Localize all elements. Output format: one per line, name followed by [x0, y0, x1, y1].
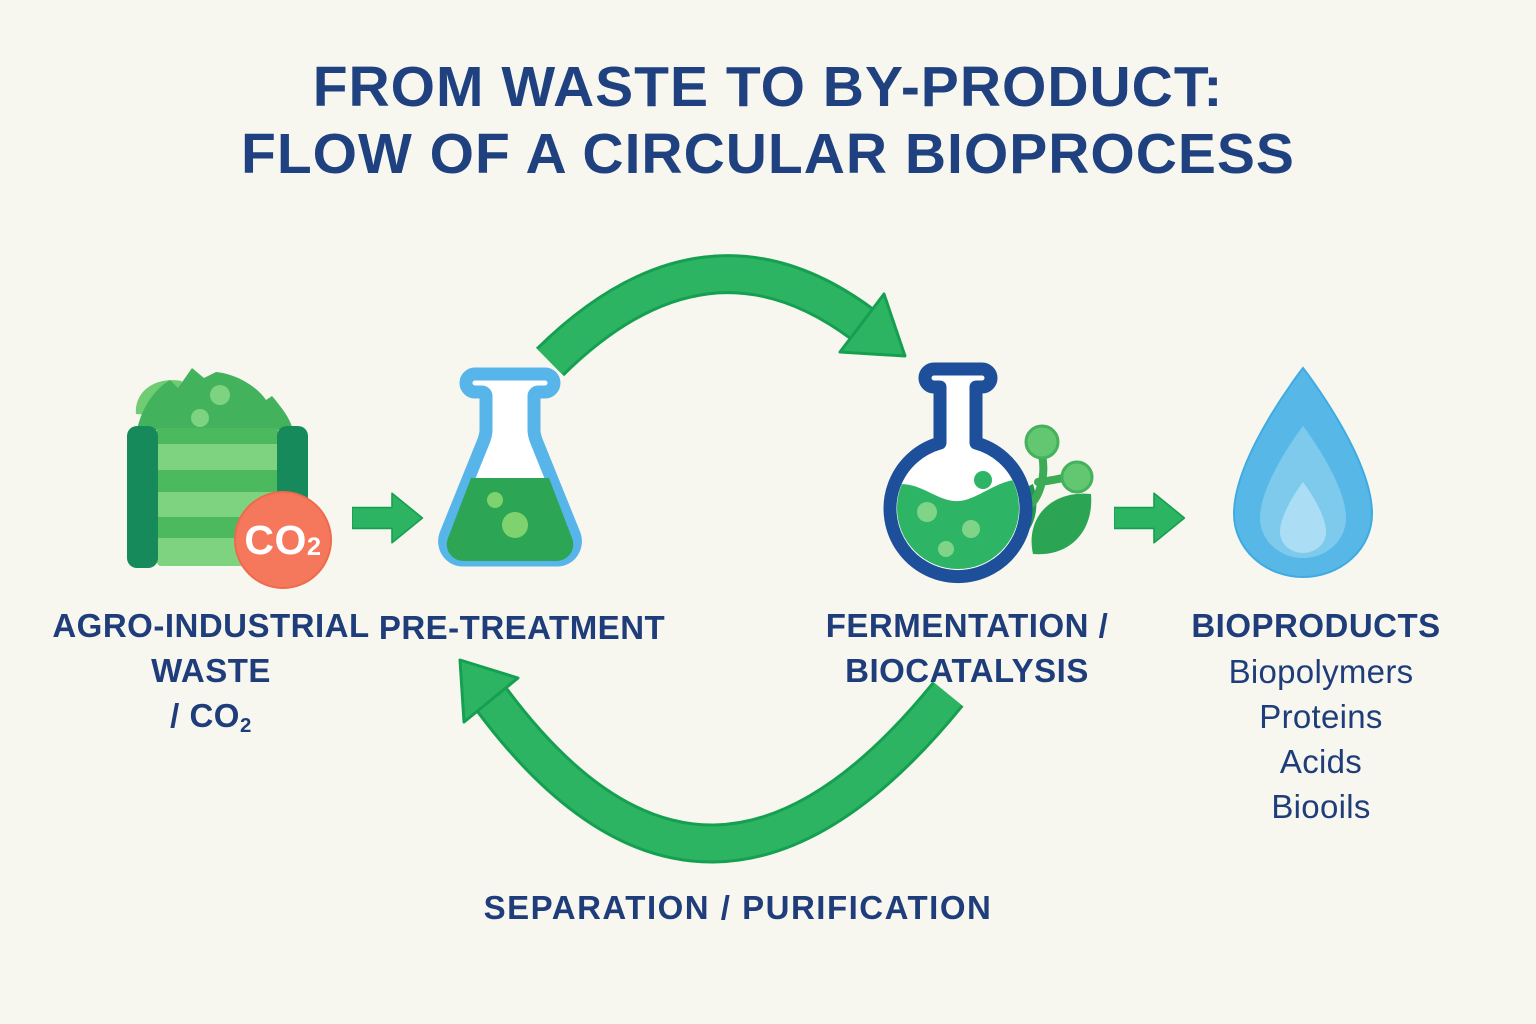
- co2-badge-sub: 2: [306, 532, 322, 561]
- stage-label-fermentation: FERMENTATION / BIOCATALYSIS: [825, 607, 1109, 689]
- stage-label-agro-industrial-waste: AGRO-INDUSTRIAL WASTE / CO2: [52, 607, 370, 738]
- bioproduct-item: Proteins: [1259, 697, 1383, 735]
- separation-purification-label: SEPARATION / PURIFICATION: [483, 889, 993, 926]
- co2-badge-text: CO: [244, 516, 307, 563]
- right-arrow-icon: [352, 492, 424, 544]
- bioproducts-list: Biopolymers Proteins Acids Biooils: [1161, 650, 1481, 830]
- forward-cycle-arrow-icon: [535, 254, 907, 377]
- stage-label-bioproducts: BIOPRODUCTS: [1191, 607, 1441, 644]
- page-title-line1: FROM WASTE TO BY-PRODUCT:: [312, 55, 1224, 119]
- round-flask-icon: [883, 362, 1094, 583]
- page-title-line2: FLOW OF A CIRCULAR BIOPROCESS: [241, 122, 1295, 187]
- bioproduct-item: Biooils: [1271, 787, 1371, 825]
- bioproduct-item: Biopolymers: [1228, 653, 1414, 690]
- right-arrow-icon: [1114, 492, 1186, 544]
- water-drop-icon: [1232, 366, 1374, 578]
- stage-label-pretreatment: PRE-TREATMENT: [378, 609, 666, 646]
- page-title: FROM WASTE TO BY-PRODUCT: FLOW OF A CIRC…: [0, 54, 1536, 189]
- erlenmeyer-flask-icon: [438, 367, 582, 567]
- bioproduct-item: Acids: [1279, 742, 1363, 780]
